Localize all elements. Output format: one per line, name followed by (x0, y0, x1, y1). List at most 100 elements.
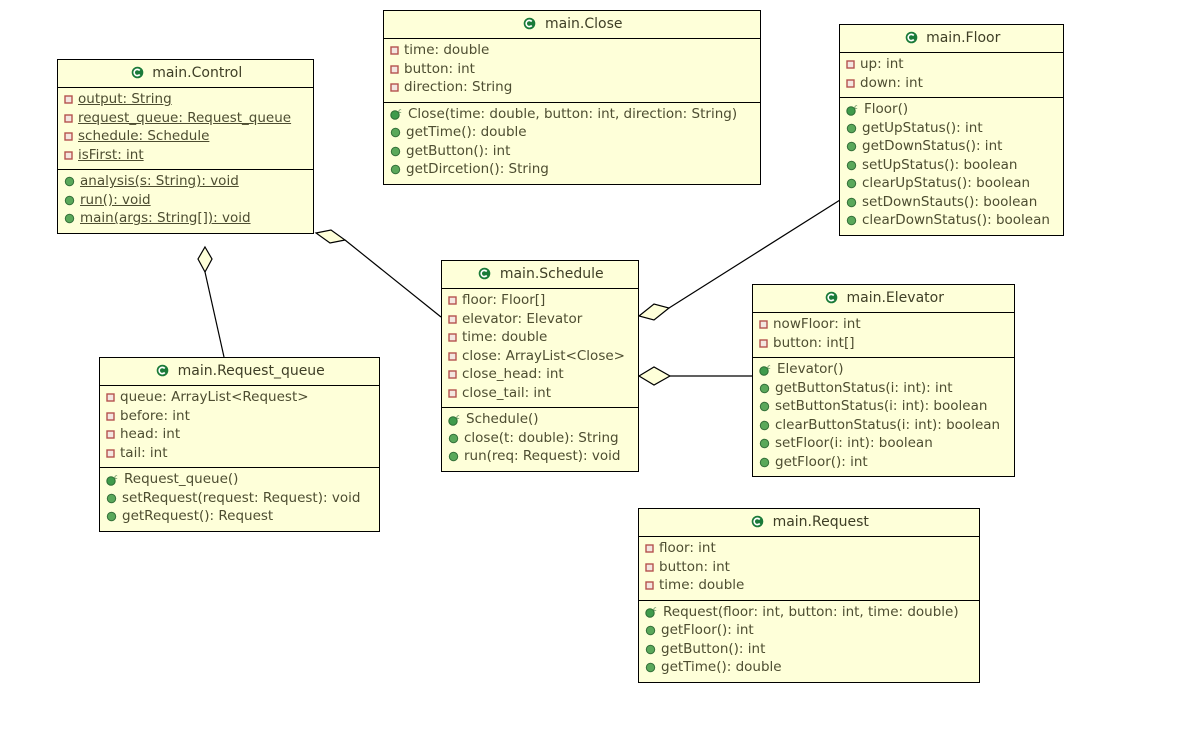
public-method-icon (645, 662, 656, 673)
uml-member[interactable]: down: int (844, 75, 1059, 94)
uml-member[interactable]: analysis(s: String): void (62, 173, 309, 192)
uml-member-label: before: int (120, 407, 190, 424)
uml-member-label: up: int (860, 56, 904, 72)
uml-member[interactable]: getTime(): double (388, 124, 756, 143)
uml-member[interactable]: getButton(): int (643, 641, 975, 660)
uml-member[interactable]: getRequest(): Request (104, 508, 375, 527)
uml-member-label: head: int (120, 426, 181, 442)
uml-member[interactable]: request_queue: Request_queue (62, 110, 309, 129)
uml-member[interactable]: c Floor() (844, 101, 1059, 120)
uml-member-label: getButton(): int (406, 142, 511, 159)
uml-member[interactable]: getButton(): int (388, 143, 756, 162)
uml-member-label: setDownStauts(): boolean (862, 193, 1038, 210)
uml-member[interactable]: queue: ArrayList<Request> (104, 389, 375, 408)
public-method-icon (759, 383, 770, 394)
uml-member-label: clearDownStatus(): boolean (862, 212, 1050, 228)
uml-member[interactable]: head: int (104, 426, 375, 445)
uml-member[interactable]: getDircetion(): String (388, 161, 756, 180)
uml-member-label: getUpStatus(): int (862, 119, 983, 136)
uml-class-main-request-queue[interactable]: main.Request_queue queue: ArrayList<Requ… (99, 357, 380, 532)
uml-member[interactable]: setFloor(i: int): boolean (757, 435, 1010, 454)
uml-member[interactable]: setButtonStatus(i: int): boolean (757, 398, 1010, 417)
uml-member[interactable]: isFirst: int (62, 147, 309, 166)
uml-member[interactable]: time: double (643, 577, 975, 596)
constructor-icon: c (645, 606, 658, 618)
uml-member[interactable]: before: int (104, 408, 375, 427)
uml-member-label: Floor() (864, 101, 909, 117)
uml-member-label: setButtonStatus(i: int): boolean (775, 398, 988, 414)
methods-compartment: c Request(floor: int, button: int, time: … (639, 601, 979, 682)
svg-text:c: c (767, 364, 770, 371)
uml-member[interactable]: close_tail: int (446, 385, 634, 404)
private-field-icon (645, 563, 654, 572)
relationship-control-to-schedule (314, 229, 442, 318)
methods-compartment: c Floor() getUpStatus(): int getDownStatus(… (840, 98, 1063, 235)
uml-member[interactable]: getFloor(): int (757, 454, 1010, 473)
uml-member[interactable]: setRequest(request: Request): void (104, 490, 375, 509)
uml-member[interactable]: clearButtonStatus(i: int): boolean (757, 417, 1010, 436)
uml-member[interactable]: getUpStatus(): int (844, 120, 1059, 139)
uml-member[interactable]: floor: int (643, 540, 975, 559)
public-method-icon (448, 433, 459, 444)
uml-member[interactable]: direction: String (388, 79, 756, 98)
uml-member[interactable]: time: double (388, 42, 756, 61)
uml-member[interactable]: time: double (446, 329, 634, 348)
uml-member[interactable]: getDownStatus(): int (844, 138, 1059, 157)
uml-member-label: tail: int (120, 444, 168, 461)
uml-member-label: Request(floor: int, button: int, time: d… (663, 603, 959, 620)
public-method-icon (759, 457, 770, 468)
uml-member[interactable]: c Elevator() (757, 361, 1010, 380)
private-field-icon (759, 339, 768, 348)
public-method-icon (759, 420, 770, 431)
uml-member[interactable]: setDownStauts(): boolean (844, 194, 1059, 213)
uml-member[interactable]: run(): void (62, 192, 309, 211)
uml-member[interactable]: button: int (643, 559, 975, 578)
uml-member[interactable]: tail: int (104, 445, 375, 464)
public-method-icon (846, 178, 857, 189)
svg-text:c: c (854, 104, 857, 111)
uml-member[interactable]: schedule: Schedule (62, 128, 309, 147)
uml-member[interactable]: main(args: String[]): void (62, 210, 309, 229)
uml-member[interactable]: run(req: Request): void (446, 448, 634, 467)
uml-member-label: Request_queue() (124, 471, 239, 487)
uml-member[interactable]: getTime(): double (643, 659, 975, 678)
uml-member[interactable]: clearDownStatus(): boolean (844, 212, 1059, 231)
uml-class-main-schedule[interactable]: main.Schedule floor: Floor[]elevator: El… (441, 260, 639, 472)
uml-member[interactable]: close(t: double): String (446, 430, 634, 449)
private-field-icon (64, 132, 73, 141)
uml-member[interactable]: getButtonStatus(i: int): int (757, 380, 1010, 399)
aggregation-diamond (637, 366, 672, 386)
uml-member[interactable]: clearUpStatus(): boolean (844, 175, 1059, 194)
uml-member[interactable]: close: ArrayList<Close> (446, 348, 634, 367)
private-field-icon (106, 449, 115, 458)
uml-member[interactable]: close_head: int (446, 366, 634, 385)
uml-member-label: schedule: Schedule (78, 128, 210, 144)
private-field-icon (846, 60, 855, 69)
uml-member[interactable]: button: int[] (757, 335, 1010, 354)
uml-member[interactable]: getFloor(): int (643, 622, 975, 641)
uml-member[interactable]: up: int (844, 56, 1059, 75)
uml-member-label: clearUpStatus(): boolean (862, 175, 1031, 191)
uml-member[interactable]: nowFloor: int (757, 316, 1010, 335)
uml-member[interactable]: output: String (62, 91, 309, 110)
uml-member[interactable]: elevator: Elevator (446, 311, 634, 330)
uml-member[interactable]: setUpStatus(): boolean (844, 157, 1059, 176)
uml-member[interactable]: button: int (388, 61, 756, 80)
uml-member[interactable]: floor: Floor[] (446, 292, 634, 311)
uml-member-label: Elevator() (777, 361, 844, 377)
uml-member[interactable]: c Request(floor: int, button: int, time: … (643, 604, 975, 623)
